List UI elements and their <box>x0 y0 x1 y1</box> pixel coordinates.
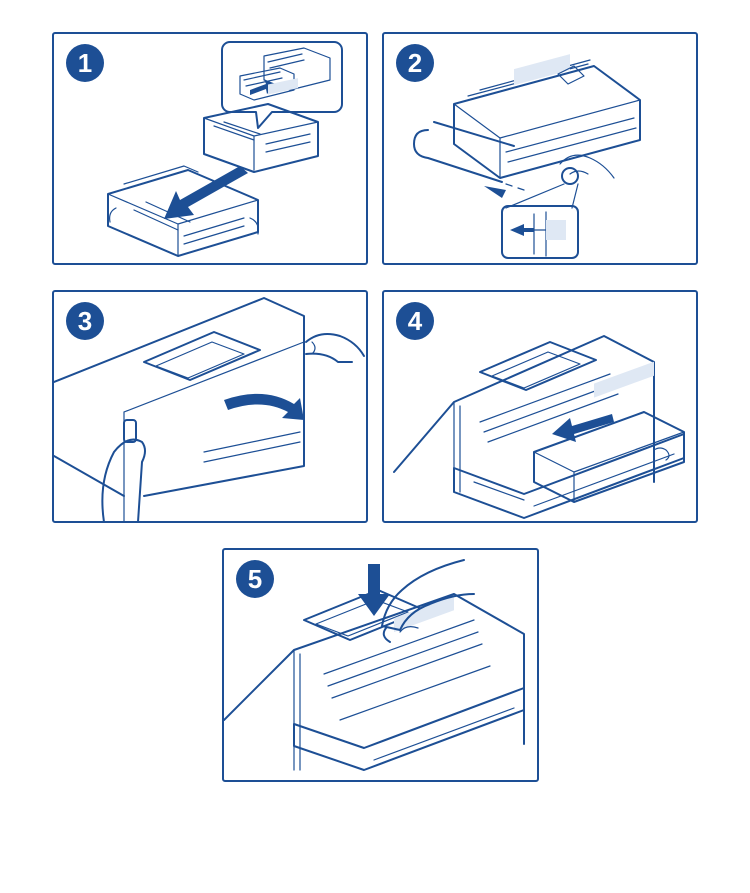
step-panel-4: 4 <box>382 290 698 523</box>
step-number-2: 2 <box>396 44 434 82</box>
drum-and-toner-assembly-icon <box>107 41 343 257</box>
slide-corona-wire-cleaner-icon <box>413 54 641 259</box>
step-panel-3: 3 <box>52 290 368 523</box>
insert-drum-unit-icon <box>393 335 685 519</box>
step-number-4: 4 <box>396 302 434 340</box>
step-number-5: 5 <box>236 560 274 598</box>
push-down-drum-unit-icon <box>224 559 525 771</box>
step-panel-2: 2 <box>382 32 698 265</box>
open-front-cover-icon <box>54 297 365 521</box>
step-number-3: 3 <box>66 302 104 340</box>
step-panel-1: 1 <box>52 32 368 265</box>
step-number-1: 1 <box>66 44 104 82</box>
step-panel-5: 5 <box>222 548 539 782</box>
